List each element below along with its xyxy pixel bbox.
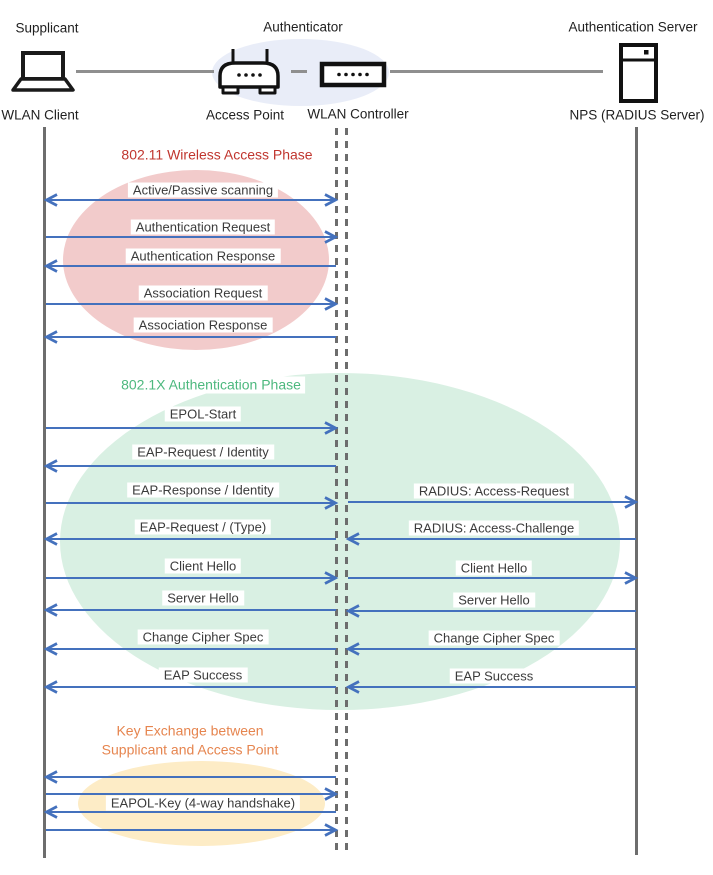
message-arrow-right xyxy=(46,230,339,244)
message-arrow-left xyxy=(43,603,336,617)
message-arrow-left xyxy=(43,642,336,656)
lifeline-wlan-controller-1 xyxy=(335,128,338,853)
message-label: Active/Passive scanning xyxy=(127,182,279,198)
laptop-icon xyxy=(11,51,75,92)
message-arrow-right xyxy=(46,823,339,837)
role-label-authentication-server: Authentication Server xyxy=(568,19,698,35)
message-arrow-left xyxy=(43,330,336,344)
message-arrow-right xyxy=(46,787,339,801)
phase-title-dot1x-authentication: 802.1X Authentication Phase xyxy=(117,376,305,394)
device-label-nps-server: NPS (RADIUS Server) xyxy=(569,107,705,123)
message-label: Client Hello xyxy=(455,560,533,576)
device-label-wlan-controller: WLAN Controller xyxy=(307,106,409,122)
message-label: EAP Success xyxy=(158,667,248,683)
message-label: RADIUS: Access-Request xyxy=(413,483,575,499)
message-arrow-right xyxy=(46,571,339,585)
message-label: EAP-Request / (Type) xyxy=(134,519,272,535)
message-arrow-left xyxy=(345,604,636,618)
phase-title-key-exchange-line1: Key Exchange between xyxy=(116,722,264,739)
message-arrow-left xyxy=(43,805,336,819)
lifeline-nps-server xyxy=(635,127,638,855)
message-arrow-left xyxy=(43,680,336,694)
message-label: EAP-Response / Identity xyxy=(127,482,279,498)
message-arrow-left xyxy=(43,259,336,273)
message-label: RADIUS: Access-Challenge xyxy=(408,520,580,536)
link-ap-controller xyxy=(291,70,307,73)
message-label: Server Hello xyxy=(453,592,535,608)
controller-icon xyxy=(319,61,387,88)
message-label: Authentication Request xyxy=(130,219,276,235)
message-arrow-both xyxy=(43,193,339,207)
message-arrow-left xyxy=(345,532,636,546)
message-label: EPOL-Start xyxy=(164,406,242,422)
role-label-authenticator: Authenticator xyxy=(263,19,343,35)
message-label: EAP Success xyxy=(449,668,539,684)
message-label: EAP-Request / Identity xyxy=(132,444,274,460)
message-arrow-right xyxy=(348,571,639,585)
message-arrow-left xyxy=(43,770,336,784)
message-label: Association Request xyxy=(138,285,268,301)
access-point-icon xyxy=(218,49,280,95)
message-label: Server Hello xyxy=(162,590,244,606)
message-arrow-right xyxy=(46,421,339,435)
message-arrow-left xyxy=(43,532,336,546)
device-label-wlan-client: WLAN Client xyxy=(1,107,79,123)
phase-title-wireless-access: 802.11 Wireless Access Phase xyxy=(117,146,317,164)
message-arrow-right xyxy=(46,496,339,510)
message-arrow-left xyxy=(43,459,336,473)
message-label: Client Hello xyxy=(164,558,242,574)
message-label: Change Cipher Spec xyxy=(137,629,269,645)
dot1x-authentication-phase-ellipse xyxy=(60,373,620,710)
lifeline-wlan-controller-2 xyxy=(345,128,348,853)
message-label: EAPOL-Key (4-way handshake) xyxy=(105,795,301,811)
lifeline-wlan-client xyxy=(43,127,46,858)
device-label-access-point: Access Point xyxy=(205,107,285,123)
server-icon xyxy=(619,43,658,103)
role-label-supplicant: Supplicant xyxy=(15,20,79,36)
message-arrow-left xyxy=(345,680,636,694)
message-arrow-right xyxy=(348,495,639,509)
message-label: Association Response xyxy=(133,317,273,333)
message-label: Change Cipher Spec xyxy=(428,630,560,646)
message-arrow-left xyxy=(345,642,636,656)
link-controller-server xyxy=(390,70,603,73)
message-label: Authentication Response xyxy=(125,248,281,264)
message-arrow-right xyxy=(46,297,339,311)
phase-title-key-exchange-line2: Supplicant and Access Point xyxy=(101,741,279,758)
link-client-ap xyxy=(76,70,214,73)
